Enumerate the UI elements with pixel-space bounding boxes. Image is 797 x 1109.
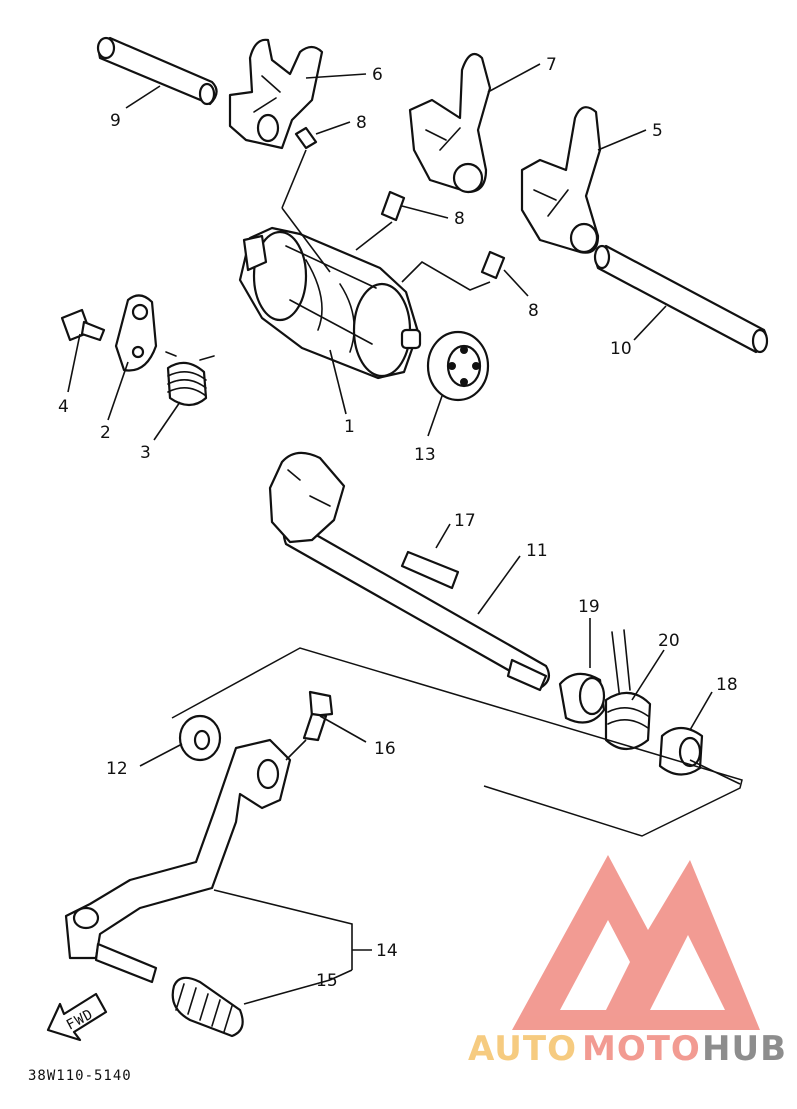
label-part-5: 5	[652, 121, 663, 141]
label-part-13: 13	[414, 445, 436, 465]
part-1-shift-drum	[238, 226, 422, 380]
frame-line-16	[285, 739, 307, 761]
drawing-code: 38W110-5140	[28, 1068, 132, 1084]
label-part-4: 4	[58, 397, 69, 417]
part-8-dowel-pin-b	[380, 190, 406, 222]
watermark-text-auto: AUTO	[468, 1029, 577, 1069]
part-10-fork-shaft	[593, 244, 769, 354]
fwd-direction-arrow: FWD	[46, 992, 108, 1042]
label-part-2: 2	[100, 423, 111, 443]
label-part-17: 17	[454, 511, 476, 531]
part-15-pedal-rubber	[171, 976, 244, 1038]
part-6-shift-fork	[228, 38, 324, 150]
frame-line-18	[689, 759, 741, 785]
label-part-14: 14	[376, 941, 398, 961]
part-9-fork-shaft	[96, 36, 218, 106]
label-part-12: 12	[106, 759, 128, 779]
part-11-shift-shaft	[268, 451, 551, 692]
part-8-dowel-pin-a	[294, 126, 318, 150]
label-part-8-a: 8	[356, 113, 367, 133]
label-part-7: 7	[546, 55, 557, 75]
frame-line-8a-2	[281, 207, 331, 273]
label-part-6: 6	[372, 65, 383, 85]
frame-line-8b	[355, 221, 393, 251]
part-8-dowel-pin-c	[480, 250, 506, 280]
part-13-bearing	[426, 330, 490, 402]
watermark-logo: AUTO MOTO HUB	[468, 855, 787, 1069]
label-part-20: 20	[658, 631, 680, 651]
label-part-15: 15	[316, 971, 338, 991]
watermark-text-hub: HUB	[702, 1029, 787, 1069]
label-part-1: 1	[344, 417, 355, 437]
part-3-spring	[165, 351, 215, 407]
label-part-9: 9	[110, 111, 121, 131]
label-leaders	[67, 63, 713, 1005]
part-18-oil-seal	[658, 726, 704, 776]
part-16-bolt	[302, 690, 334, 742]
part-4-bolt	[60, 308, 106, 342]
label-part-18: 18	[716, 675, 738, 695]
part-20-return-spring	[604, 629, 652, 751]
frame-lower-box	[171, 647, 743, 837]
label-part-10: 10	[610, 339, 632, 359]
frame-line-8c	[401, 260, 491, 291]
label-part-8-b: 8	[454, 209, 465, 229]
label-part-16: 16	[374, 739, 396, 759]
part-19-collar	[558, 672, 606, 724]
part-17-pin	[400, 550, 460, 590]
frame-line-8a-1	[281, 149, 307, 209]
label-part-19: 19	[578, 597, 600, 617]
part-2-stopper-lever	[114, 294, 158, 372]
part-7-shift-fork	[408, 52, 492, 194]
assembly-frame-lines	[171, 149, 743, 837]
part-12-washer	[178, 714, 222, 762]
part-labels: 9 6 7 8 5 8 8 10 4 2 3 1 13 17 11 19 20 …	[58, 55, 738, 991]
part-14-shift-pedal	[64, 738, 292, 984]
watermark-logo-mark	[512, 855, 760, 1030]
label-part-8-c: 8	[528, 301, 539, 321]
watermark-text-moto: MOTO	[582, 1029, 701, 1069]
label-part-11: 11	[526, 541, 548, 561]
label-part-3: 3	[140, 443, 151, 463]
part-5-shift-fork	[520, 106, 602, 254]
